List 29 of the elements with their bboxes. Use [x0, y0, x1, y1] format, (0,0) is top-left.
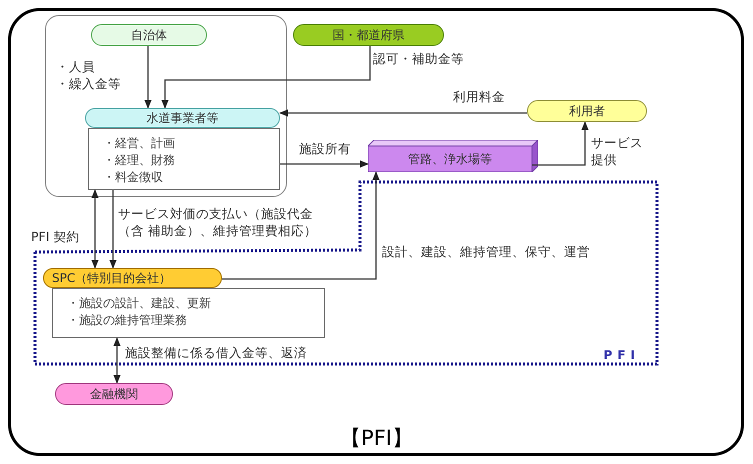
entity-node: 自治体: [91, 24, 207, 46]
bullet-item: ・施設の維持管理業務: [67, 312, 188, 328]
arrow: [144, 46, 152, 109]
arrow: [113, 337, 121, 384]
entity-node: 金融機関: [55, 383, 173, 405]
edge-label: 施設所有: [298, 140, 352, 157]
bullet-item: ・料金徴収: [103, 169, 164, 185]
edge-label: 設計、建設、維持管理、保守、運営: [381, 243, 591, 260]
arrow: [222, 171, 380, 280]
arrow: [109, 190, 117, 269]
edge-label: 認可・補助金等: [372, 50, 465, 67]
arrow: [161, 46, 371, 109]
edge-label: 施設整備に係る借入金等、返済: [124, 344, 308, 361]
bullet-item: ・施設の設計、建設、更新: [67, 295, 212, 311]
entity-heading: 水道事業者等: [85, 108, 280, 128]
bullet-item: ・経営、計画: [103, 135, 176, 151]
entity-node: 利用者: [527, 100, 647, 122]
edge-label: サービス提供: [590, 134, 644, 168]
caption: 【PFI】: [339, 425, 414, 452]
entity-node: 国・都道府県: [293, 24, 444, 46]
region-label: PFI: [604, 348, 640, 362]
arrow: [91, 189, 99, 269]
arrow: [280, 160, 369, 168]
arrow: [279, 109, 527, 117]
entity-heading: SPC（特別目的会社）: [43, 268, 222, 288]
arrow: [532, 121, 589, 166]
bullet-item: ・経理、財務: [103, 152, 176, 168]
edge-label: PFI 契約: [30, 228, 80, 245]
edge-label: 利用料金: [452, 88, 506, 105]
